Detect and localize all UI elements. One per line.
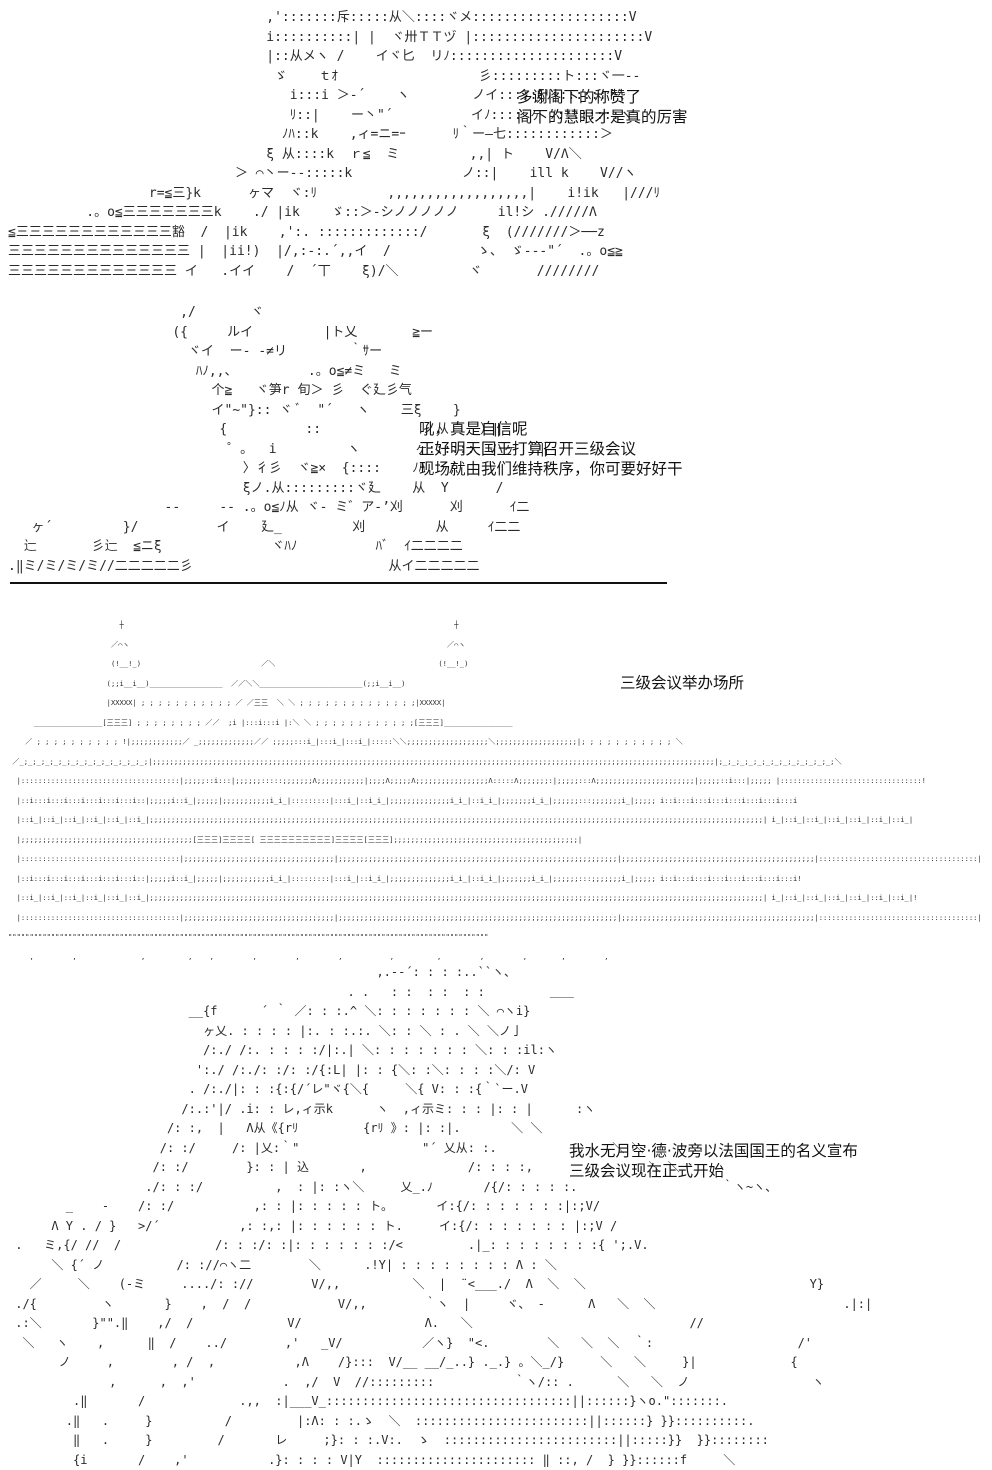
dialog-line: 多谢阁下的称赞了 (517, 88, 642, 106)
panel3-ascii-art: ┼ ┼ ／⌒ヽ ／⌒ヽ (8, 620, 982, 961)
panel-divider-line (10, 582, 667, 584)
dialog-line: 正好明天国王打算召开三级会议 (419, 440, 637, 458)
dialog-line: 阁下的慧眼才是真的厉害 (517, 108, 688, 126)
panel3-dialog: 三级会议举办场所 (620, 673, 744, 693)
panel4-dialog: 我水无月空·德·波旁以法国国王的名义宣布 三级会议现在正式开始 (569, 1141, 858, 1181)
panel2-ascii-art: ,/ ヾ ({ ルイ |ト乂 ≧ー ヾイ ー- -≠リ ｀ｻー ﾊﾉ,,、 .。… (8, 305, 548, 574)
dialog-line: 三级会议现在正式开始 (569, 1162, 725, 1180)
dialog-line: 吼，真是自信呢 (419, 420, 528, 438)
panel1-dialog: 多谢阁下的称赞了 阁下的慧眼才是真的厉害 (517, 87, 688, 127)
panel1-ascii-art: ,':::::::斥:::::从＼::::ヾメ:::::::::::::::::… (8, 10, 660, 279)
dialog-line: 我水无月空·德·波旁以法国国王的名义宣布 (569, 1142, 858, 1160)
panel2-dialog: 吼，真是自信呢 正好明天国王打算召开三级会议 现场就由我们维持秩序，你可要好好干 (419, 419, 683, 479)
panel4-ascii-art: ,.-‐´: : : :..``ヽ、 . . : : : : : : ＿＿ __… (15, 965, 873, 1467)
dialog-line: 三级会议举办场所 (620, 674, 745, 692)
dialog-line: 现场就由我们维持秩序，你可要好好干 (419, 460, 683, 478)
